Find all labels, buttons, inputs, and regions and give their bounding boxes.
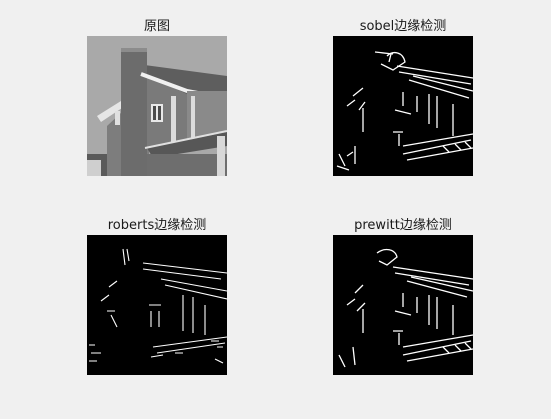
- panel-title-prewitt: prewitt边缘检测: [354, 218, 452, 233]
- panel-title-sobel: sobel边缘检测: [359, 19, 447, 34]
- house-photo-graphic: [87, 36, 227, 176]
- prewitt-edge-image: [333, 235, 473, 375]
- panel-title-roberts: roberts边缘检测: [107, 218, 207, 233]
- prewitt-edge-graphic: [338, 248, 473, 368]
- original-image: [87, 36, 227, 176]
- sobel-edge-graphic: [336, 51, 473, 171]
- sobel-edge-image: [333, 36, 473, 176]
- roberts-edge-graphic: [89, 248, 227, 364]
- panel-title-original: 原图: [143, 19, 170, 34]
- roberts-edge-image: [87, 235, 227, 375]
